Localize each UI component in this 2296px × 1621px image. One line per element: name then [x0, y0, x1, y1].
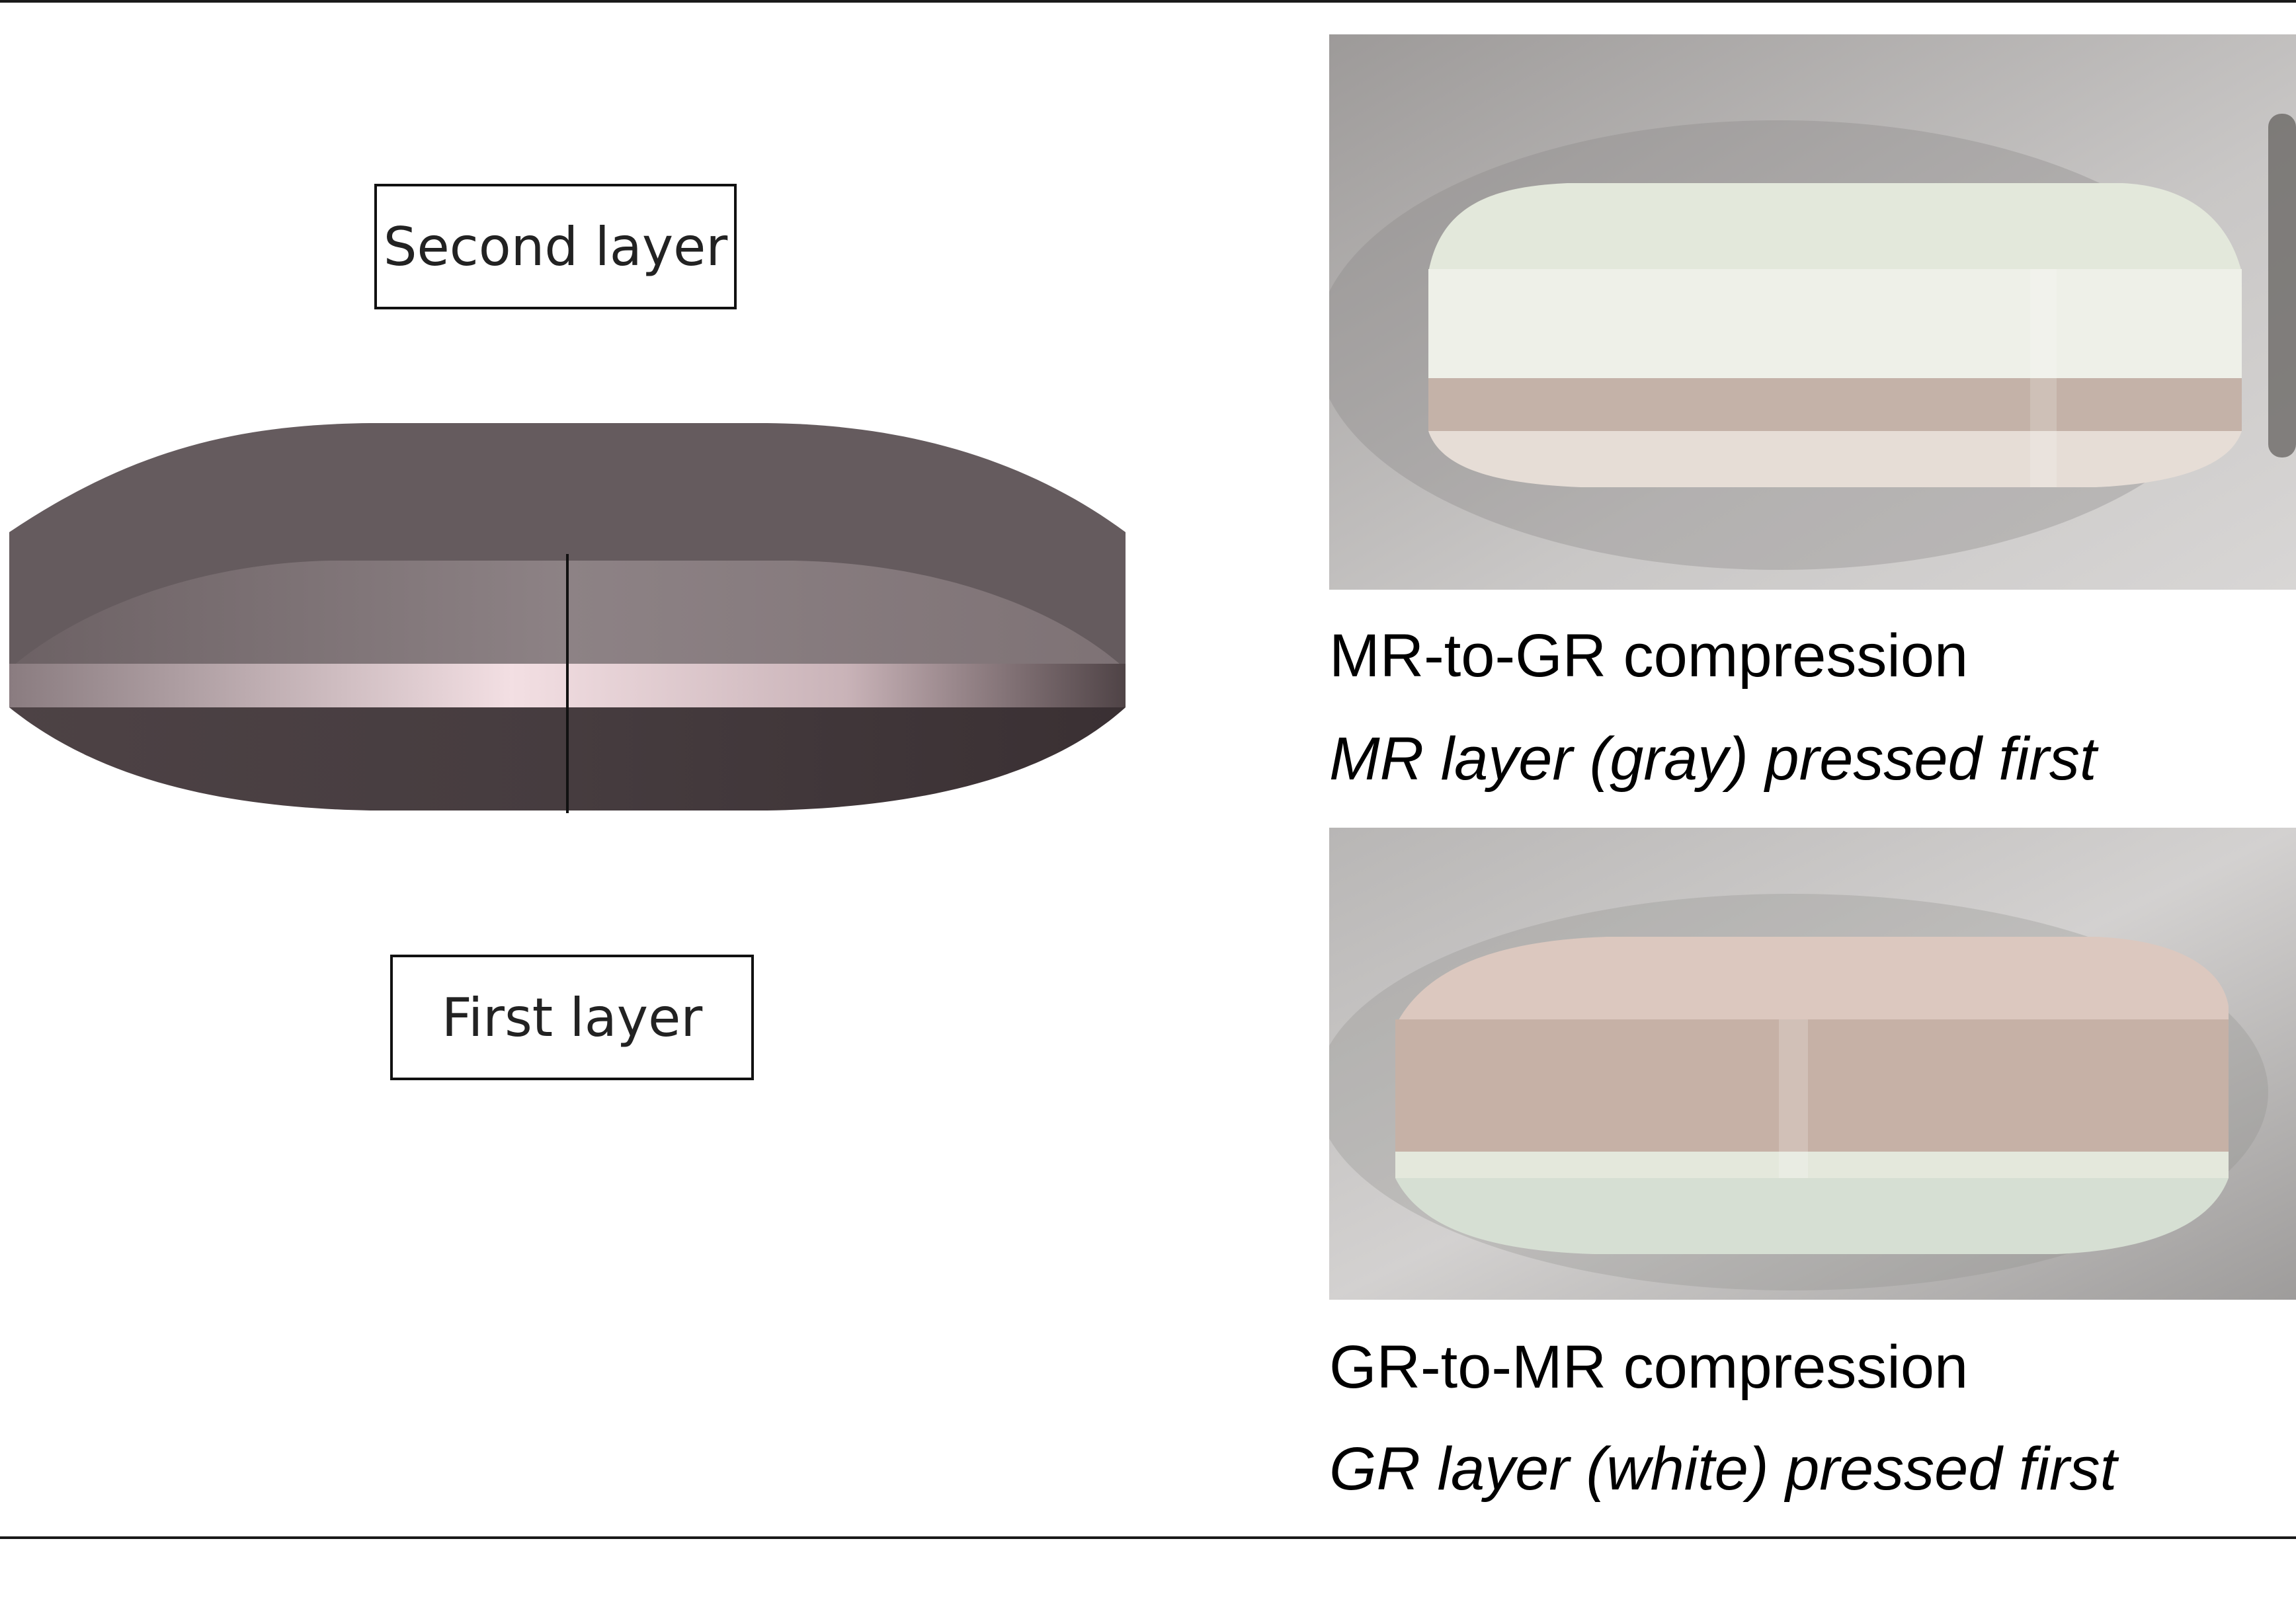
bottom-rule [0, 1536, 2296, 1539]
gr-to-mr-tablet-photo [1329, 828, 2296, 1300]
bilayer-tablet-diagram [9, 423, 1126, 813]
mr-to-gr-caption-subtitle: MR layer (gray) pressed first [1329, 725, 2097, 793]
second-layer-label: Second layer [383, 216, 728, 278]
top-rule [0, 0, 2296, 3]
gr-to-mr-caption-subtitle: GR layer (white) pressed first [1329, 1435, 2117, 1503]
second-layer-label-box: Second layer [374, 184, 737, 309]
first-layer-label-box: First layer [390, 955, 754, 1080]
first-layer-label: First layer [441, 986, 703, 1048]
mr-to-gr-caption-title: MR-to-GR compression [1329, 622, 1969, 690]
gr-to-mr-caption-title: GR-to-MR compression [1329, 1333, 1969, 1401]
mr-to-gr-tablet-photo [1329, 34, 2296, 590]
